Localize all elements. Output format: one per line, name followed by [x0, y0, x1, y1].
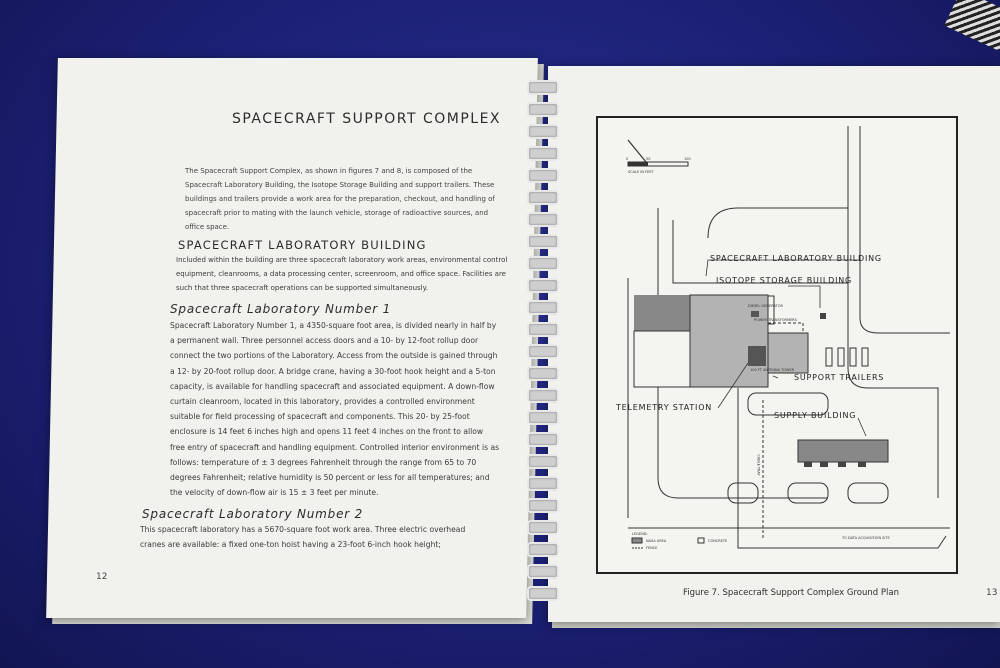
label-data-acquisition: TO DATA ACQUISITION SITE — [842, 536, 890, 540]
lab2-paragraph: This spacecraft laboratory has a 5670-sq… — [140, 525, 466, 550]
label-power: POWER TRANSFORMERS — [754, 318, 797, 322]
label-cable-tray: CABLE TRAY — [756, 454, 761, 476]
page-number-left: 12 — [96, 572, 108, 582]
page-number-right: 13 — [986, 588, 998, 598]
lab1-paragraph: Spacecraft Laboratory Number 1, a 4350-s… — [170, 321, 500, 498]
label-scale: SCALE IN FEET — [628, 170, 654, 174]
page-title: SPACECRAFT SUPPORT COMPLEX — [232, 111, 502, 127]
ground-plan-drawing — [627, 126, 950, 549]
label-legend: LEGEND: — [632, 532, 648, 536]
label-scale-0: 0 — [626, 157, 629, 161]
label-concrete: CONCRETE — [708, 539, 728, 543]
section-paragraph: Included within the building are three s… — [176, 256, 508, 292]
lab2-heading: Spacecraft Laboratory Number 2 — [142, 507, 364, 521]
figure-caption: Figure 7. Spacecraft Support Complex Gro… — [683, 588, 899, 598]
ground-plan-figure: SPACECRAFT LABORATORY BUILDING ISOTOPE S… — [596, 116, 958, 574]
label-diesel: DIESEL GENERATOR — [748, 304, 783, 308]
label-antenna: 100 FT ANTENNA TOWER — [750, 368, 795, 372]
section-heading: SPACECRAFT LABORATORY BUILDING — [178, 238, 427, 252]
label-lab-building: SPACECRAFT LABORATORY BUILDING — [710, 254, 882, 263]
intro-paragraph: The Spacecraft Support Complex, as shown… — [185, 167, 495, 231]
label-fence: FENCE — [646, 546, 658, 550]
label-isotope: ISOTOPE STORAGE BUILDING — [716, 276, 853, 285]
label-supply: SUPPLY BUILDING — [774, 411, 857, 420]
label-nasa-area: NASA AREA — [646, 539, 667, 543]
lab1-heading: Spacecraft Laboratory Number 1 — [170, 302, 392, 316]
label-scale-50: 50 — [646, 157, 651, 161]
label-support-trailers: SUPPORT TRAILERS — [794, 373, 885, 382]
label-scale-100: 100 — [684, 157, 691, 161]
spiral-binding — [527, 80, 559, 610]
label-telemetry: TELEMETRY STATION — [616, 403, 713, 412]
